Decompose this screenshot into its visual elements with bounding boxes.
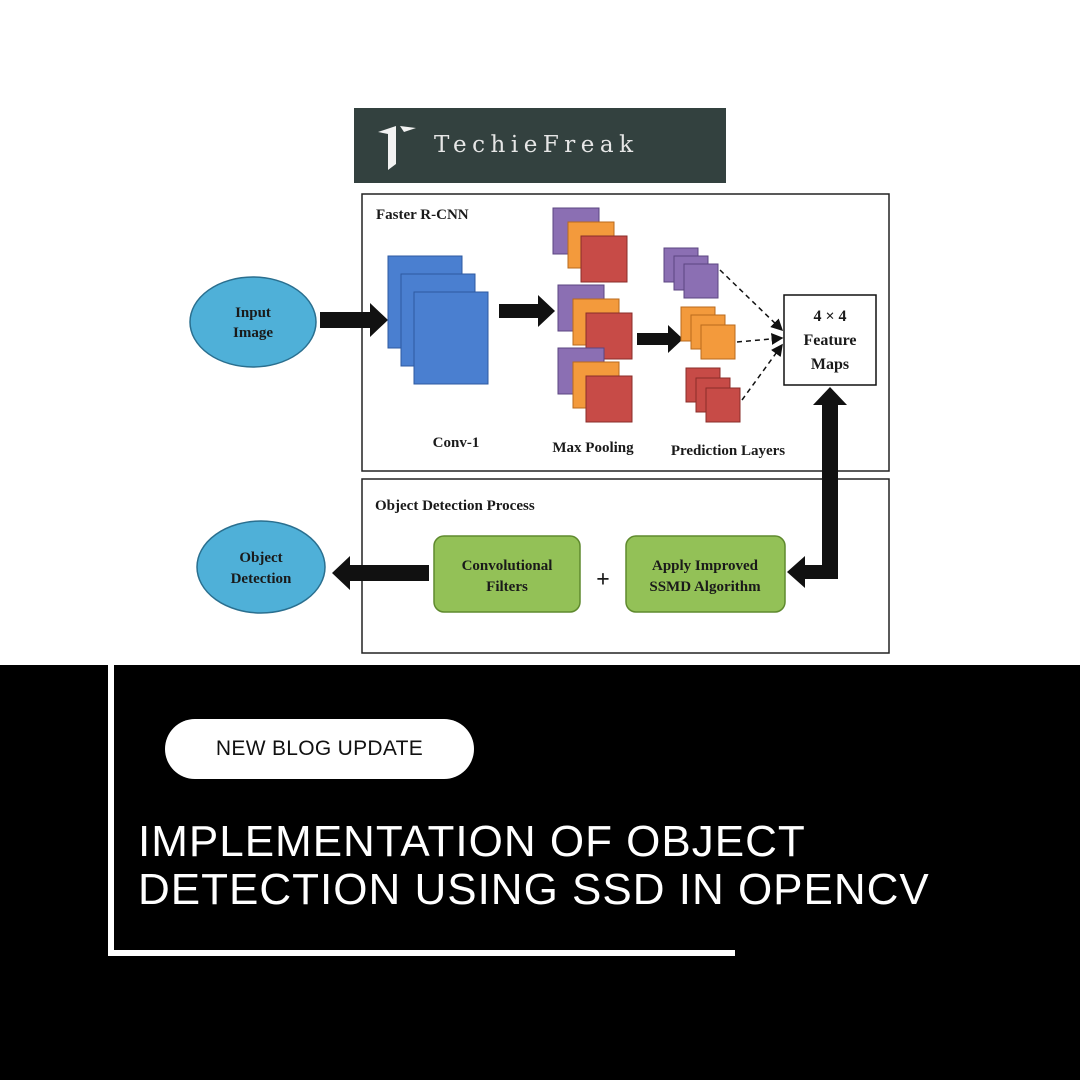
- ssmd-algorithm-node: [625, 535, 786, 613]
- prediction-layers-label: Prediction Layers: [671, 443, 785, 459]
- new-blog-update-badge: NEW BLOG UPDATE: [165, 719, 474, 779]
- frame-vertical-line: [108, 665, 114, 956]
- input-node-line2: Image: [233, 325, 273, 341]
- dashed-arrows: [719, 269, 784, 401]
- convolutional-filters-node: [433, 535, 581, 613]
- max-pooling-stack: [552, 207, 633, 423]
- input-image-node: [189, 276, 317, 368]
- arrow-to-object-detection: [332, 556, 429, 590]
- feature-maps-node: [783, 294, 877, 386]
- feature-node-line1: 4 × 4: [813, 308, 846, 325]
- faster-rcnn-title: Faster R-CNN: [376, 207, 469, 223]
- conv-label: Conv-1: [433, 435, 480, 451]
- ssmd-node-line2: SSMD Algorithm: [649, 579, 761, 595]
- frame-horizontal-line: [108, 950, 735, 956]
- logo-mark-icon: [378, 126, 416, 170]
- feature-node-line2: Feature: [803, 332, 856, 349]
- arrow-conv-to-pool: [499, 295, 555, 327]
- output-node-line2: Detection: [231, 571, 292, 587]
- ssmd-node-line1: Apply Improved: [652, 558, 759, 574]
- max-pooling-label: Max Pooling: [552, 440, 634, 456]
- arrow-feature-to-ssmd: [787, 387, 847, 588]
- object-detection-node: [196, 520, 326, 614]
- object-detection-diagram: Faster R-CNN Object Detection Process In…: [189, 193, 890, 654]
- headline-line-2: DETECTION USING SSD IN OPENCV: [138, 865, 930, 914]
- conv-filters-line2: Filters: [486, 579, 528, 595]
- arrow-pool-to-prediction: [637, 325, 683, 353]
- output-node-line1: Object: [239, 550, 282, 566]
- feature-node-line3: Maps: [811, 356, 849, 373]
- conv-filters-line1: Convolutional: [462, 558, 553, 574]
- headline-line-1: IMPLEMENTATION OF OBJECT: [138, 817, 806, 866]
- plus-sign: +: [596, 567, 610, 593]
- object-detection-process-title: Object Detection Process: [375, 498, 535, 514]
- blog-headline: IMPLEMENTATION OF OBJECT DETECTION USING…: [138, 818, 1038, 914]
- input-node-line1: Input: [235, 305, 271, 321]
- arrow-input-to-conv: [320, 303, 388, 337]
- logo-text: TechieFreak: [434, 132, 639, 158]
- prediction-layers-stack: [663, 247, 741, 423]
- conv-layer-stack: [387, 255, 489, 385]
- logo-banner: TechieFreak: [354, 108, 726, 183]
